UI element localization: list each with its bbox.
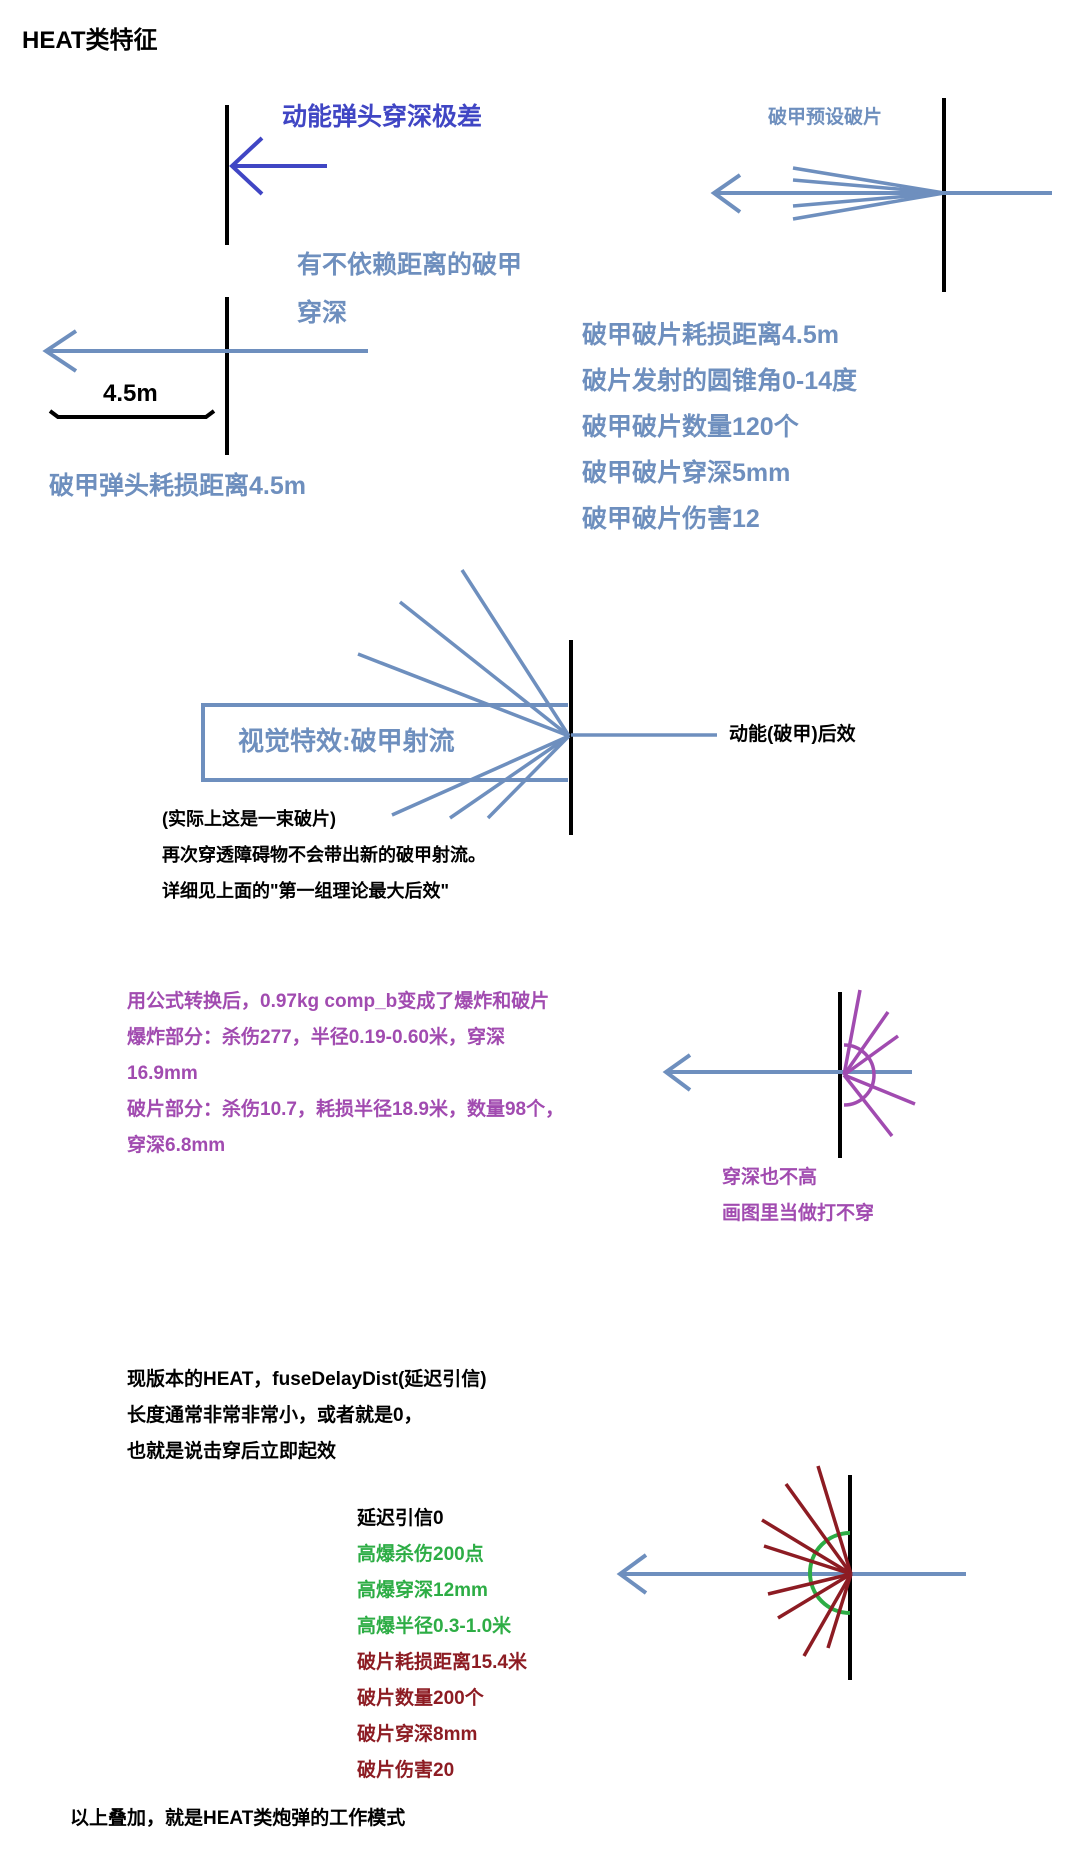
jet-note: (实际上这是一束破片) [162,809,336,829]
remark-line2: 画图里当做打不穿 [722,1203,875,1224]
current-arrow-head [616,1553,648,1595]
fragment-ray [826,1573,853,1649]
formula-section [662,989,916,1158]
fragment-ray [792,178,945,195]
current-line: 也就是说击穿后立即起效 [127,1441,337,1462]
current-line: 现版本的HEAT，fuseDelayDist(延迟引信) [127,1369,487,1390]
fragment-ray [761,1518,852,1576]
footer-summary: 以上叠加，就是HEAT类炮弹的工作模式 [70,1808,406,1829]
fragment-count-stat: 破片数量200个 [357,1688,484,1709]
formula-text: 用公式转换后，0.97kg comp_b变成了爆炸和破片 爆炸部分：杀伤277，… [127,984,564,1164]
jet-section [201,569,717,835]
explosion-fan [842,989,916,1138]
jet-note: 详细见上面的"第一组理论最大后效" [162,881,450,901]
stat-fragment-count: 破甲破片数量120个 [582,413,799,441]
fragment-ray [792,191,945,208]
explosion-ray [842,989,862,1076]
preset-fragment-label: 破甲预设破片 [768,107,883,128]
kinetic-arrow-head [229,136,264,196]
formula-line: 穿深6.8mm [127,1135,226,1156]
he-damage-stat: 高爆杀伤200点 [357,1544,484,1565]
explosion-arc [843,1043,876,1107]
fragment-ray [802,1573,853,1657]
fragment-ray [792,166,945,195]
distance-section [42,297,368,455]
page-title: HEAT类特征 [22,27,158,54]
jet-box [201,703,568,782]
jet-note: 再次穿透障碍物不会带出新的破甲射流。 [162,845,486,865]
fragment-ray [763,1544,852,1576]
fragment-arrow-head [710,173,742,214]
stat-fragment-loss-distance: 破甲破片耗损距离4.5m [582,321,839,349]
current-version-section [616,1465,966,1680]
fragment-ray [784,1482,853,1576]
he-penetration-stat: 高爆穿深12mm [357,1580,488,1601]
stat-cone-angle: 破片发射的圆锥角0-14度 [582,367,858,395]
fragment-ray [767,1572,852,1596]
fragment-ray [816,1465,853,1575]
fragment-ray [777,1572,852,1620]
formula-arrow-head [662,1053,692,1092]
fragment-penetration-stat: 破片穿深8mm [357,1724,478,1745]
aftereffect-label: 动能(破甲)后效 [729,724,856,745]
jet-ray [398,600,571,738]
fragment-loss-stat: 破片耗损距离15.4米 [357,1652,527,1673]
formula-line: 爆炸部分：杀伤277，半径0.19-0.60米，穿深 [127,1027,505,1048]
explosion-ray [843,1073,916,1106]
jet-ray [391,734,570,817]
current-stats: 延迟引信0 高爆杀伤200点 高爆穿深12mm 高爆半径0.3-1.0米 破片耗… [357,1501,527,1789]
fuse-delay-label: 延迟引信0 [357,1508,444,1529]
formula-line: 用公式转换后，0.97kg comp_b变成了爆炸和破片 [127,991,550,1012]
distance-label-line2: 穿深 [297,299,348,327]
jet-fan [357,569,571,820]
stat-fragment-penetration: 破甲破片穿深5mm [582,459,791,487]
penetration-arrow-head [42,329,78,373]
fragment-fan [761,1465,853,1657]
kinetic-section [225,105,327,245]
preset-fragment-section [710,98,1052,292]
explosion-ray [842,1073,894,1138]
distance-label-line1: 有不依赖距离的破甲 [297,251,523,279]
fragment-damage-stat: 破片伤害20 [357,1760,455,1781]
warhead-loss-text: 破甲弹头耗损距离4.5m [49,472,306,500]
jet-notes: (实际上这是一束破片) 再次穿透障碍物不会带出新的破甲射流。 详细见上面的"第一… [162,801,486,909]
jet-ray [486,734,571,820]
formula-remark: 穿深也不高 画图里当做打不穿 [722,1160,874,1232]
jet-ray [449,734,570,820]
formula-line: 16.9mm [127,1063,198,1084]
jet-label: 视觉特效:破甲射流 [238,726,455,756]
preset-fragment-stats: 破甲破片耗损距离4.5m 破片发射的圆锥角0-14度 破甲破片数量120个 破甲… [582,312,857,542]
fragment-ray [792,191,945,221]
he-radius-arc [808,1531,851,1615]
measure-label: 4.5m [103,380,158,407]
measure-bracket [48,409,216,419]
current-version-text: 现版本的HEAT，fuseDelayDist(延迟引信) 长度通常非常非常小，或… [127,1362,487,1470]
remark-line1: 穿深也不高 [722,1167,818,1188]
explosion-ray [842,1034,900,1077]
explosion-ray [842,1010,890,1077]
fragment-cone [792,166,945,221]
distance-independent-label: 有不依赖距离的破甲 穿深 [297,241,522,337]
jet-ray [357,652,570,738]
kinetic-label: 动能弹头穿深极差 [282,103,483,131]
stat-fragment-damage: 破甲破片伤害12 [582,505,760,533]
formula-line: 破片部分：杀伤10.7，耗损半径18.9米，数量98个， [127,1099,565,1120]
current-line: 长度通常非常非常小，或者就是0， [127,1405,423,1426]
he-radius-stat: 高爆半径0.3-1.0米 [357,1616,512,1637]
jet-ray [460,569,571,737]
